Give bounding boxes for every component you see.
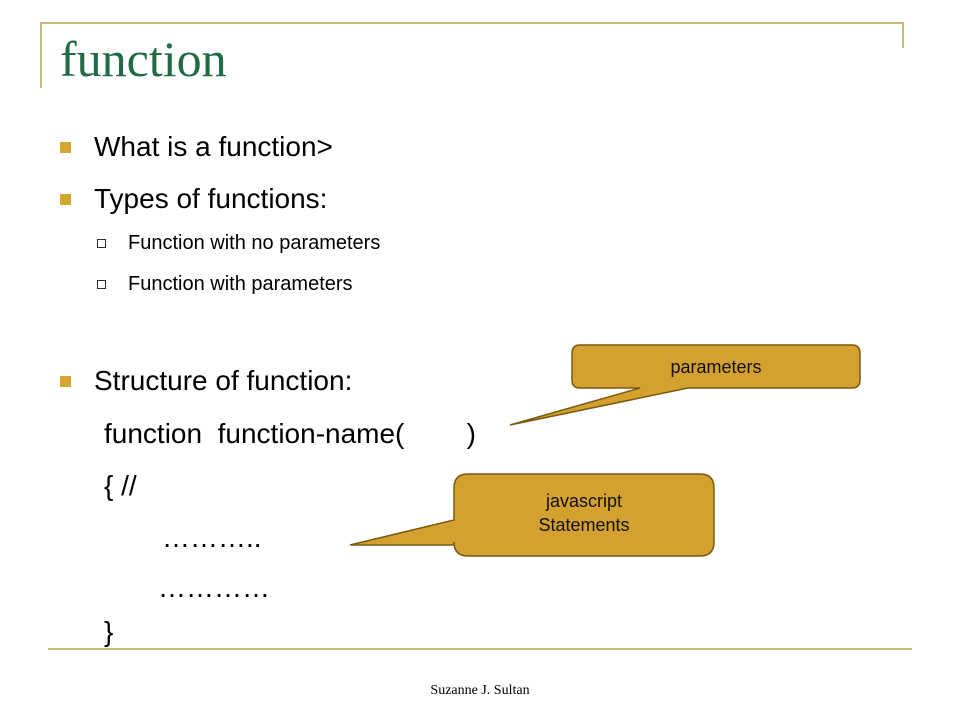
bullet-square-icon [60,376,71,387]
code-line-close-brace: } [104,616,114,647]
code-line-statements-2: ………… [158,572,270,603]
slide-footer-author: Suzanne J. Sultan [430,683,530,698]
parameters-callout [509,344,861,426]
bullet-what-is-function: What is a function> [94,131,333,162]
bullet-square-icon [60,194,71,205]
code-line-signature: function function-name( ) [104,418,476,449]
bullet-structure-of-function: Structure of function: [94,365,353,396]
frame-top-line [40,22,904,24]
slide-title: function [60,31,227,87]
frame-right-line [902,22,904,48]
bullet-square-icon [60,142,71,153]
frame-bottom-line [48,648,912,650]
frame-left-line [40,22,42,88]
sub-bullet-no-parameters: Function with no parameters [128,232,381,254]
statements-callout-label-line2: Statements [538,515,630,535]
parameters-callout-label: parameters [670,357,762,377]
code-line-statements-1: ……….. [162,522,262,553]
sub-bullet-square-icon [97,239,106,248]
statements-callout-label-line1: javascript [545,491,623,511]
statements-callout [349,473,715,557]
code-line-open-brace: { // [104,470,137,501]
sub-bullet-square-icon [97,280,106,289]
sub-bullet-with-parameters: Function with parameters [128,273,353,295]
bullet-types-of-functions: Types of functions: [94,183,328,214]
